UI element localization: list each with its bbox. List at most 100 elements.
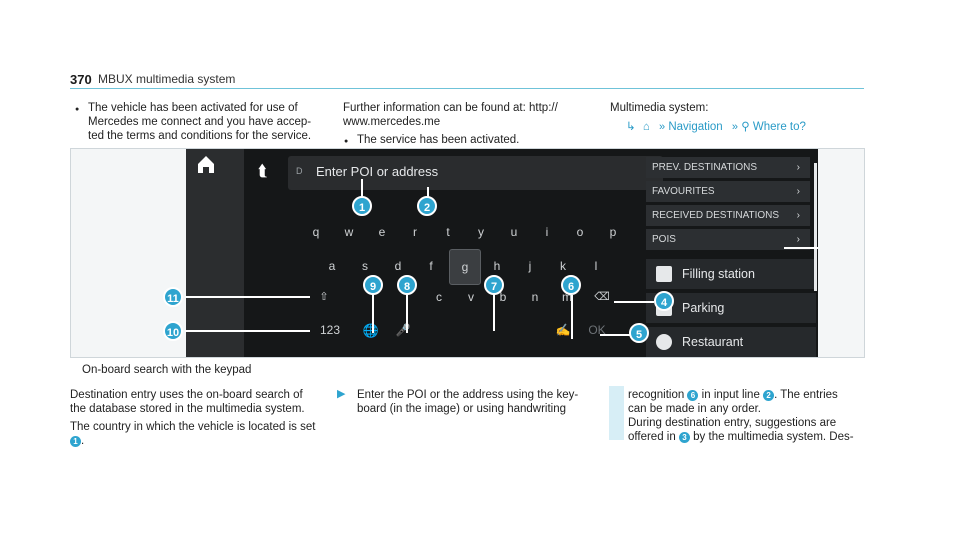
backspace-icon[interactable]: ⌫ (594, 291, 610, 303)
nav-path-title: Multimedia system: (610, 102, 709, 114)
menu-item-pois[interactable]: POIS› (646, 229, 810, 250)
key[interactable]: u (510, 225, 518, 239)
menu-item-prev-destinations[interactable]: PREV. DESTINATIONS › (646, 157, 810, 178)
keyboard-row-4: 123 🌐 🎤 ✍ OK (310, 323, 630, 343)
menu-item-label: POIS (652, 234, 676, 245)
menu-item-received-destinations[interactable]: RECEIVED DESTINATIONS› (646, 205, 810, 226)
callout-line (185, 296, 310, 298)
home-icon: ⌂ (642, 121, 650, 133)
further-info: Further information can be found at: htt… (343, 101, 558, 129)
menu-item-label: PREV. DESTINATIONS (652, 162, 758, 173)
key[interactable]: d (394, 259, 402, 273)
key[interactable]: l (594, 259, 598, 273)
globe-icon[interactable]: 🌐 (362, 323, 380, 338)
chevron-right-icon: » (659, 121, 666, 133)
key[interactable]: n (531, 290, 539, 304)
key[interactable]: e (378, 225, 386, 239)
input-prefix: D (296, 166, 303, 176)
key[interactable]: y (478, 225, 484, 239)
text-line: can be made in any order. (628, 403, 761, 415)
callout-4: 4 (654, 291, 674, 311)
prerequisite-bullet-2: The service has been activated. (344, 133, 519, 149)
text-line: board (in the image) or using handwritin… (357, 403, 567, 415)
key[interactable]: o (576, 225, 584, 239)
nav-path-navigation: Navigation (668, 121, 723, 133)
restaurant-icon (656, 334, 672, 350)
home-sidebar[interactable] (186, 149, 244, 357)
key[interactable]: b (499, 290, 507, 304)
scrollbar[interactable] (814, 163, 817, 291)
keyboard-row-1: q w e r t y u i o p (301, 225, 631, 241)
key[interactable]: k (560, 259, 566, 273)
callout-2: 2 (417, 196, 437, 216)
text-fragment: . The entries (774, 389, 838, 401)
figure-caption: On-board search with the keypad (82, 364, 252, 376)
input-line[interactable]: D Enter POI or address (288, 156, 663, 190)
handwriting-icon[interactable]: ✍ (555, 323, 571, 337)
fuel-pump-icon (656, 266, 672, 282)
text-line: Further information can be found at: htt… (343, 102, 558, 114)
key[interactable]: t (446, 225, 450, 239)
key[interactable]: r (413, 225, 417, 239)
text-line: The vehicle has been activated for use o… (88, 102, 298, 114)
screenshot-figure: ⮬ D Enter POI or address q w e r t y u i… (70, 148, 865, 358)
enter-arrow-icon: ↳ (626, 121, 636, 133)
callout-line (185, 330, 310, 332)
text-line: During destination entry, suggestions ar… (628, 417, 837, 429)
multimedia-screen: ⮬ D Enter POI or address q w e r t y u i… (244, 149, 818, 357)
menu-item-label: FAVOURITES (652, 186, 715, 197)
instruction-step: Enter the POI or the address using the k… (357, 388, 578, 416)
numeric-key[interactable]: 123 (319, 323, 341, 337)
key[interactable]: a (328, 259, 336, 273)
continuation-bar (609, 386, 624, 440)
key[interactable]: v (468, 290, 474, 304)
search-icon: ⚲ (741, 121, 750, 133)
callout-line (571, 295, 573, 339)
poi-label: Filling station (682, 267, 755, 281)
callout-line (372, 293, 374, 333)
text-line: offered in 3 by the multimedia system. D… (628, 430, 854, 444)
chevron-right-icon: › (796, 210, 800, 221)
instruction-arrow-icon: ▶ (337, 388, 346, 400)
poi-label: Parking (682, 301, 725, 315)
key[interactable]: w (344, 225, 354, 239)
text-fragment: in input line (701, 389, 760, 401)
key[interactable]: f (429, 259, 433, 273)
key-active[interactable]: g (449, 249, 481, 285)
text-line: The country in which the vehicle is loca… (70, 421, 316, 433)
key[interactable]: c (436, 290, 442, 304)
text-line: the database stored in the multimedia sy… (70, 403, 305, 415)
text-line: ted the terms and conditions for the ser… (88, 130, 312, 142)
key[interactable]: q (312, 225, 320, 239)
home-icon[interactable] (195, 153, 217, 175)
key[interactable]: s (362, 259, 368, 273)
callout-9: 9 (363, 275, 383, 295)
callout-line (784, 247, 818, 249)
key[interactable]: j (528, 259, 532, 273)
poi-filling-station[interactable]: Filling station (646, 259, 816, 289)
callout-5: 5 (629, 323, 649, 343)
poi-label: Restaurant (682, 335, 744, 349)
text-line: Mercedes me connect and you have accep- (88, 116, 312, 128)
chevron-right-icon: › (796, 186, 800, 197)
callout-line (361, 179, 363, 199)
nav-path: ↳ ⌂ » Navigation » ⚲ Where to? (626, 120, 806, 134)
back-arrow-icon[interactable]: ⮬ (258, 163, 268, 180)
body-paragraph-2: The country in which the vehicle is loca… (70, 420, 315, 448)
callout-line (493, 293, 495, 331)
keyboard-row-2: a s d f g h j k l (317, 249, 617, 285)
microphone-icon[interactable]: 🎤 (395, 323, 411, 337)
callout-line (427, 187, 429, 201)
menu-item-favourites[interactable]: FAVOURITES › (646, 181, 810, 202)
shift-icon[interactable]: ⇧ (319, 291, 329, 303)
callout-11: 11 (163, 287, 183, 307)
key[interactable]: m (562, 290, 572, 304)
key[interactable]: h (493, 259, 501, 273)
key[interactable]: i (545, 225, 549, 239)
ok-key[interactable]: OK (588, 323, 606, 337)
key[interactable]: p (609, 225, 617, 239)
poi-restaurant[interactable]: Restaurant (646, 327, 816, 357)
callout-6: 6 (561, 275, 581, 295)
header-divider (70, 88, 864, 89)
chevron-right-icon: › (796, 162, 800, 173)
